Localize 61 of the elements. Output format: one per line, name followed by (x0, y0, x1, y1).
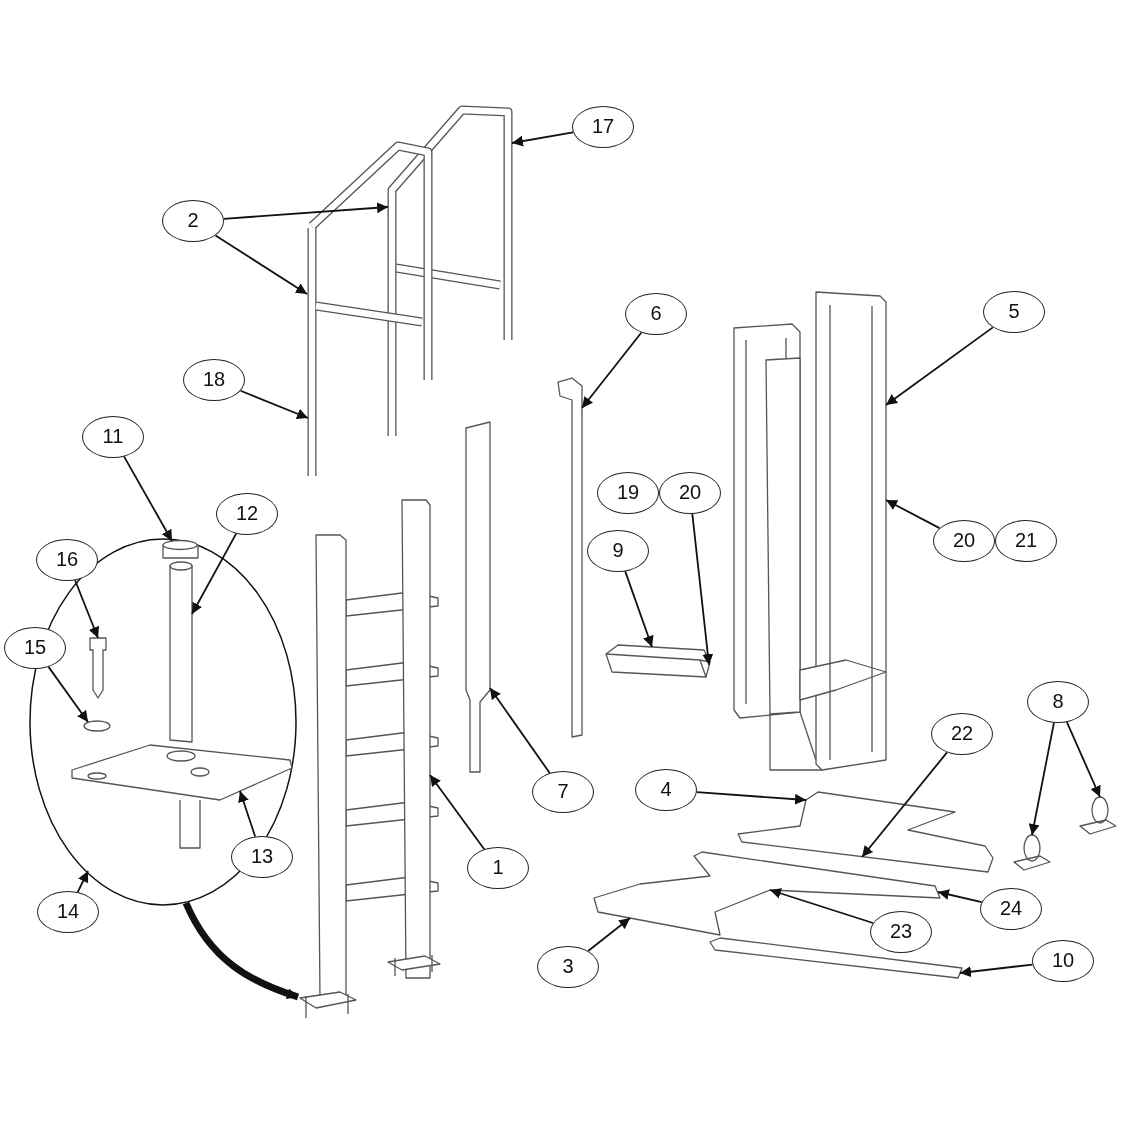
callout-number: 6 (625, 293, 687, 335)
leader-line (1028, 721, 1055, 836)
leader-line (429, 774, 486, 851)
callout-number: 11 (82, 416, 144, 458)
leader-line (489, 687, 551, 774)
callout-number: 20 (933, 520, 995, 562)
callout-number: 13 (231, 836, 293, 878)
callout-number: 4 (635, 769, 697, 811)
leader-line (885, 326, 994, 406)
angle-strip-drawing (465, 421, 491, 773)
leader-line (624, 570, 654, 648)
callout-number: 24 (980, 888, 1042, 930)
bolt-drawing (89, 637, 107, 699)
leader-line (222, 202, 389, 220)
callout-number: 3 (537, 946, 599, 988)
callout-number: 16 (36, 539, 98, 581)
d-ring-bracket-drawing (1079, 796, 1117, 835)
leader-line (511, 131, 574, 147)
base-plate-drawing (71, 744, 293, 801)
leader-line (74, 579, 100, 639)
leader-line (238, 790, 257, 838)
frame-drawing (733, 291, 887, 771)
post-drawing (169, 561, 201, 849)
callout-number: 5 (983, 291, 1045, 333)
washer-drawing (83, 720, 111, 732)
leader-line (959, 963, 1034, 978)
leader-line (695, 791, 807, 805)
leader-line (587, 917, 631, 952)
side-strip-drawing (557, 377, 583, 738)
callout-number: 19 (597, 472, 659, 514)
callout-number: 17 (572, 106, 634, 148)
leader-line (76, 870, 89, 893)
d-ring-bracket-drawing (1013, 834, 1051, 871)
leader-line (885, 499, 941, 530)
callout-number: 18 (183, 359, 245, 401)
callout-number: 14 (37, 891, 99, 933)
callout-number: 10 (1032, 940, 1094, 982)
callout-number: 1 (467, 847, 529, 889)
callout-number: 15 (4, 627, 66, 669)
callout-number: 2 (162, 200, 224, 242)
callout-number: 12 (216, 493, 278, 535)
leader-line (1066, 721, 1101, 798)
callout-number: 23 (870, 911, 932, 953)
leader-line (581, 331, 643, 409)
leader-line (47, 666, 89, 723)
leader-line (691, 513, 714, 666)
handrail-drawing (307, 105, 513, 476)
leader-line (937, 889, 983, 904)
leader-line (769, 888, 874, 924)
leader-line (861, 751, 948, 858)
callout-number: 21 (995, 520, 1057, 562)
detail-pointer-arrow (182, 901, 300, 1001)
callout-number: 22 (931, 713, 993, 755)
callout-number: 20 (659, 472, 721, 514)
step-drawing (605, 644, 711, 678)
post-cap-drawing (162, 539, 199, 559)
callout-number: 7 (532, 771, 594, 813)
callout-number: 8 (1027, 681, 1089, 723)
floor-plate-drawing (737, 791, 994, 873)
ladder-drawing (299, 499, 441, 1019)
callout-number: 9 (587, 530, 649, 572)
